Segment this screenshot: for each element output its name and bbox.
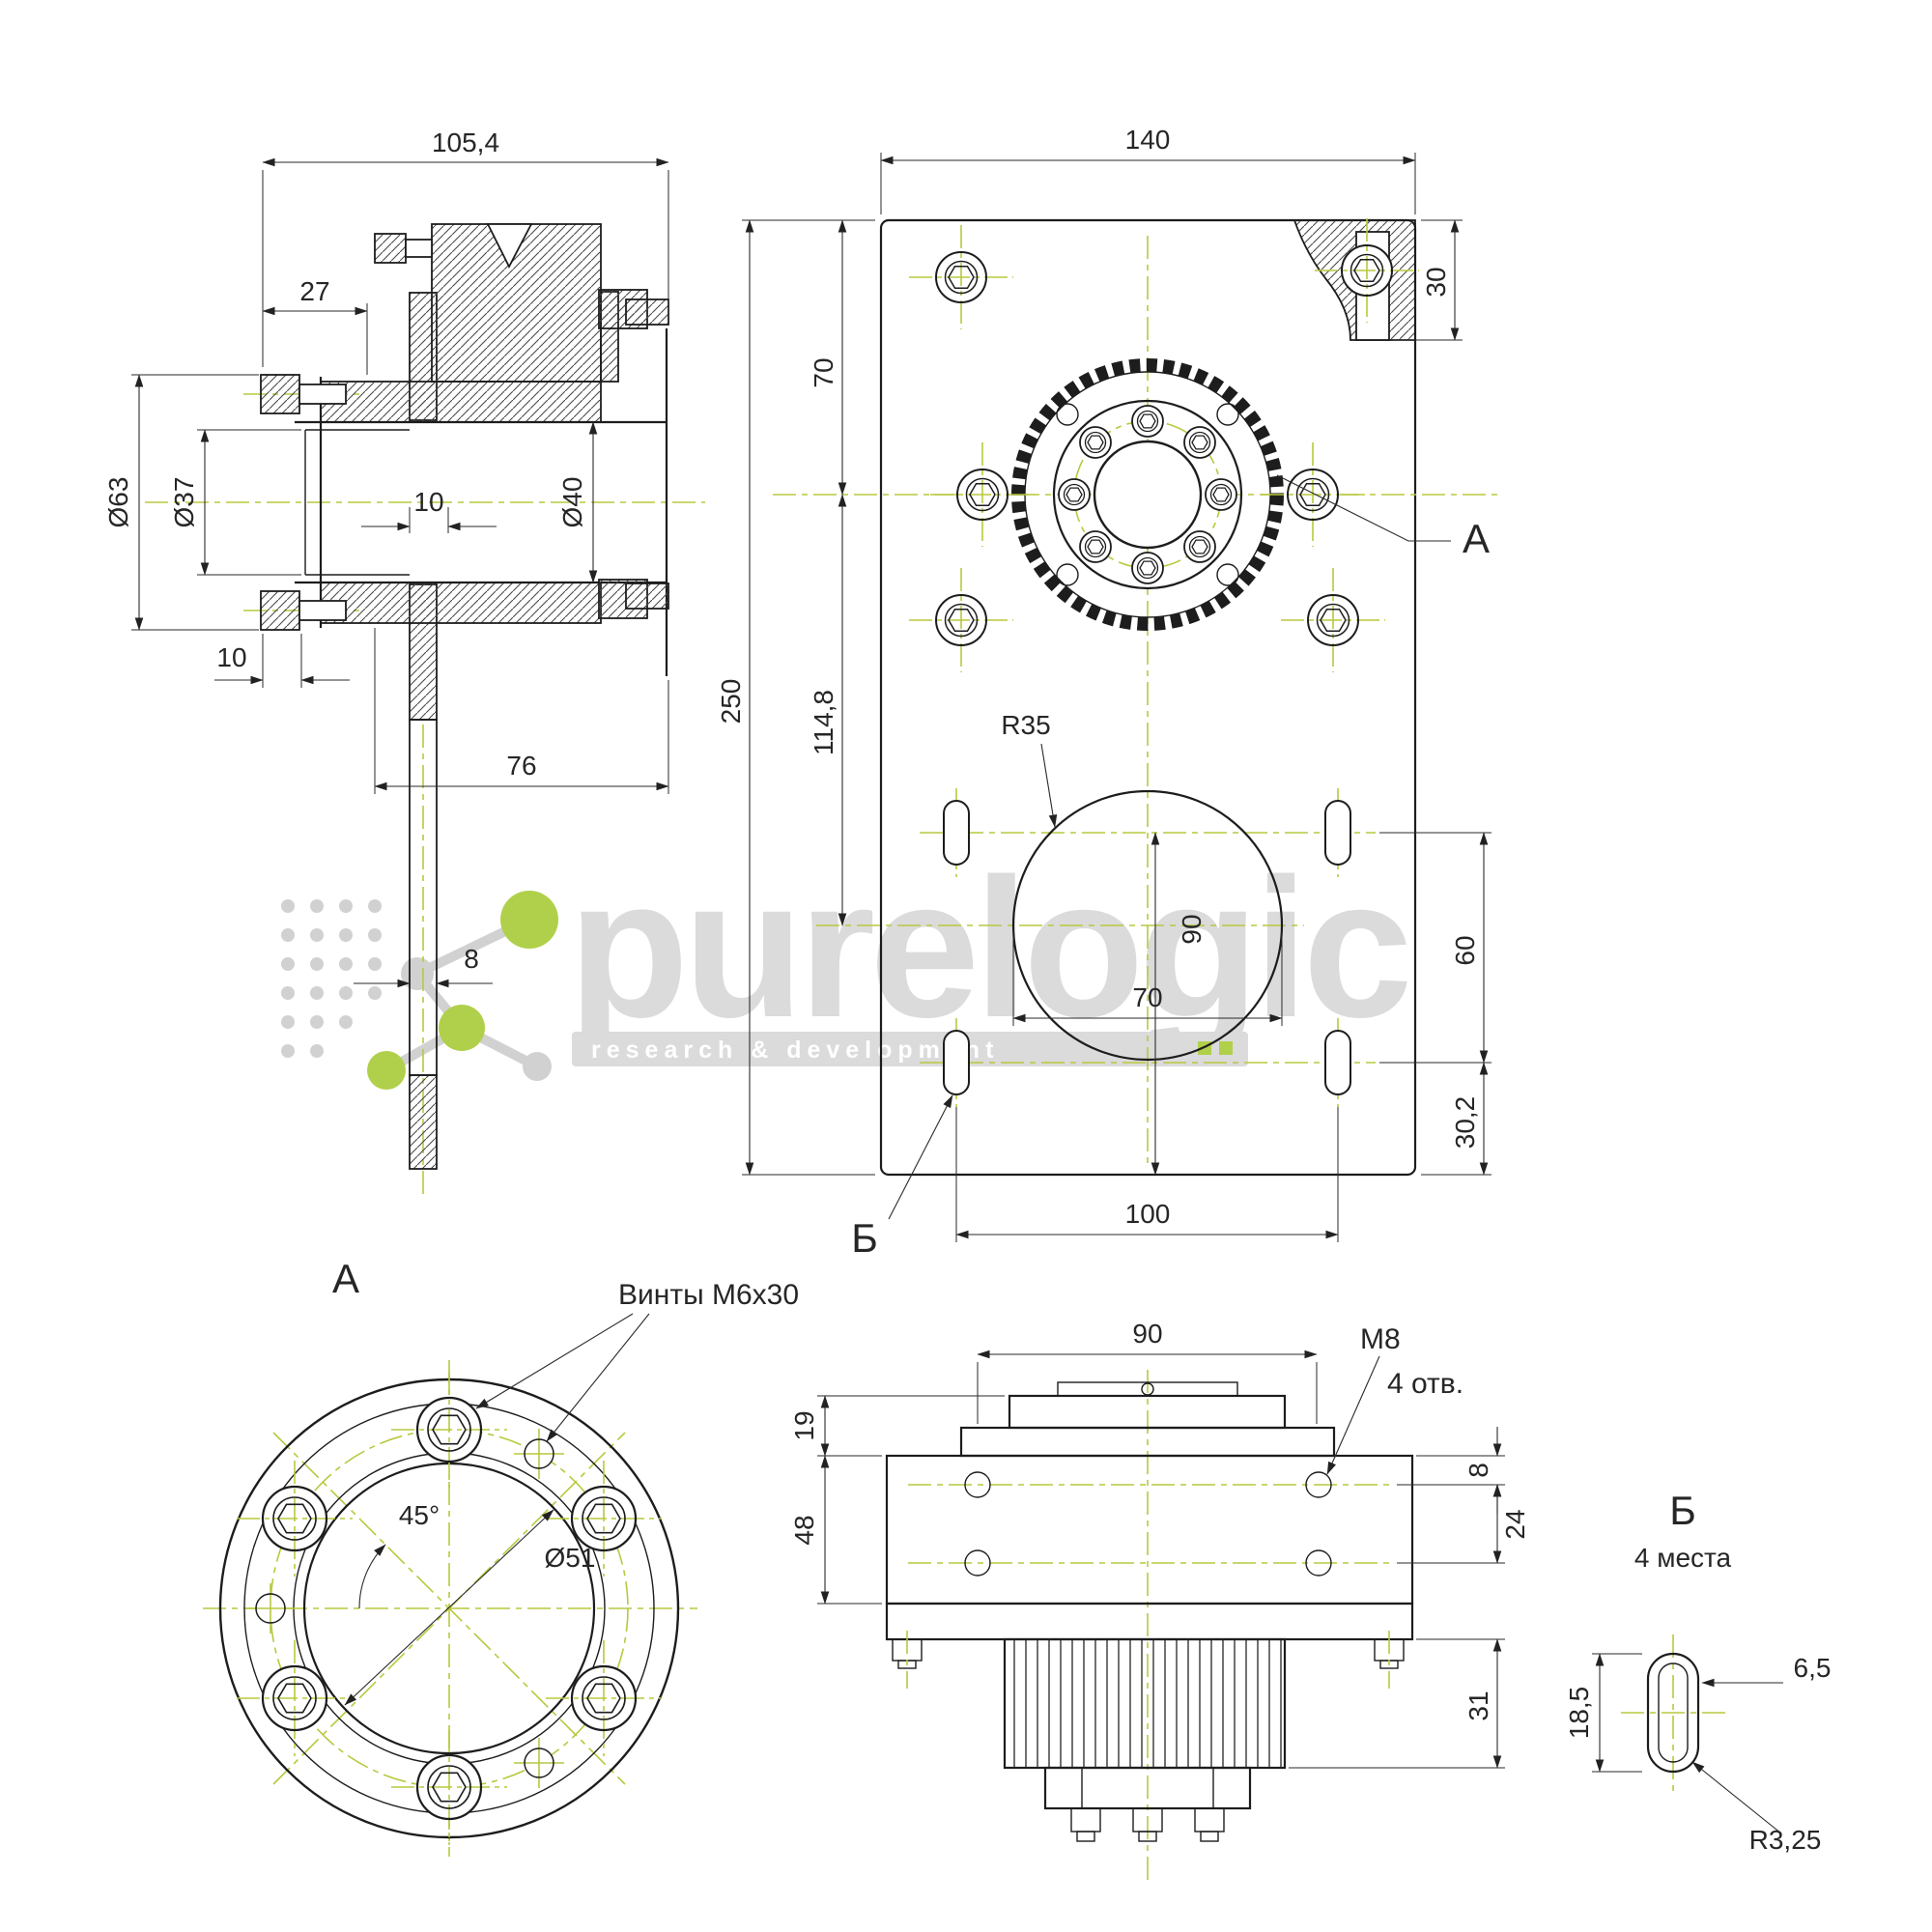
dim-flange-45: 45° [399,1500,440,1530]
dim-plate-30: 30 [1421,267,1451,297]
dim-assembly-19: 19 [789,1410,819,1440]
dim-section-105-4: 105,4 [432,128,499,157]
assembly-thread-note: М8 [1360,1323,1401,1355]
dim-assembly-48: 48 [789,1515,819,1545]
dim-assembly-8: 8 [1463,1463,1493,1478]
view-assembly-side: 90 М8 4 отв. 19 48 8 24 31 [789,1319,1530,1886]
dim-assembly-31: 31 [1463,1690,1493,1720]
dim-section-d37: Ø37 [169,477,199,528]
view-flange-a: А 45° Ø51 Винты М6х30 [203,1256,799,1857]
flange-screws-note: Винты М6х30 [618,1279,799,1311]
watermark-dot-grid [281,899,382,1058]
dim-section-d40: Ø40 [557,477,587,528]
view-plate-front: 140 250 70 114,8 30 R35 90 70 60 [716,125,1499,1261]
watermark-tagline: research & development [591,1037,999,1064]
flange-title: А [332,1256,359,1301]
dim-section-27: 27 [299,276,329,306]
dim-flange-d51: Ø51 [545,1543,596,1573]
dim-plate-100: 100 [1125,1199,1171,1229]
dim-section-8: 8 [464,944,479,974]
assembly-holes-note: 4 отв. [1387,1368,1463,1400]
view-hub-section: 105,4 27 Ø63 Ø37 10 Ø40 10 76 [103,128,705,1198]
dim-plate-60: 60 [1450,935,1480,965]
dim-section-d63: Ø63 [103,477,133,528]
dim-plate-90: 90 [1177,914,1207,944]
dim-slot-6-5: 6,5 [1794,1653,1832,1683]
dim-slot-18-5: 18,5 [1564,1687,1594,1740]
plate-marker-a: А [1463,516,1490,561]
dim-assembly-90: 90 [1132,1319,1162,1349]
slot-places: 4 места [1634,1543,1732,1573]
view-slot-b: Б 4 места 18,5 6,5 R3,25 [1564,1488,1831,1855]
watermark-molecule-logo [367,891,558,1090]
dim-plate-30-2: 30,2 [1450,1096,1480,1150]
dim-section-10-top: 10 [413,487,443,517]
slot-title: Б [1669,1488,1696,1533]
dim-section-10-bottom: 10 [216,642,246,672]
dim-plate-70: 70 [809,357,838,387]
dim-plate-114-8: 114,8 [809,690,838,755]
dim-section-76: 76 [506,751,536,781]
dim-slot-r3-25: R3,25 [1749,1825,1822,1855]
dim-plate-70-bore: 70 [1132,982,1162,1012]
watermark-tagline-bar: research & development [572,1032,1248,1066]
watermark: purelogic research & development [281,838,1413,1090]
dim-assembly-24: 24 [1500,1509,1530,1539]
dim-plate-250: 250 [716,679,746,724]
dim-plate-r35: R35 [1001,710,1050,740]
dim-plate-140: 140 [1125,125,1171,155]
watermark-brand: purelogic [568,838,1407,1059]
plate-marker-b: Б [851,1215,878,1261]
